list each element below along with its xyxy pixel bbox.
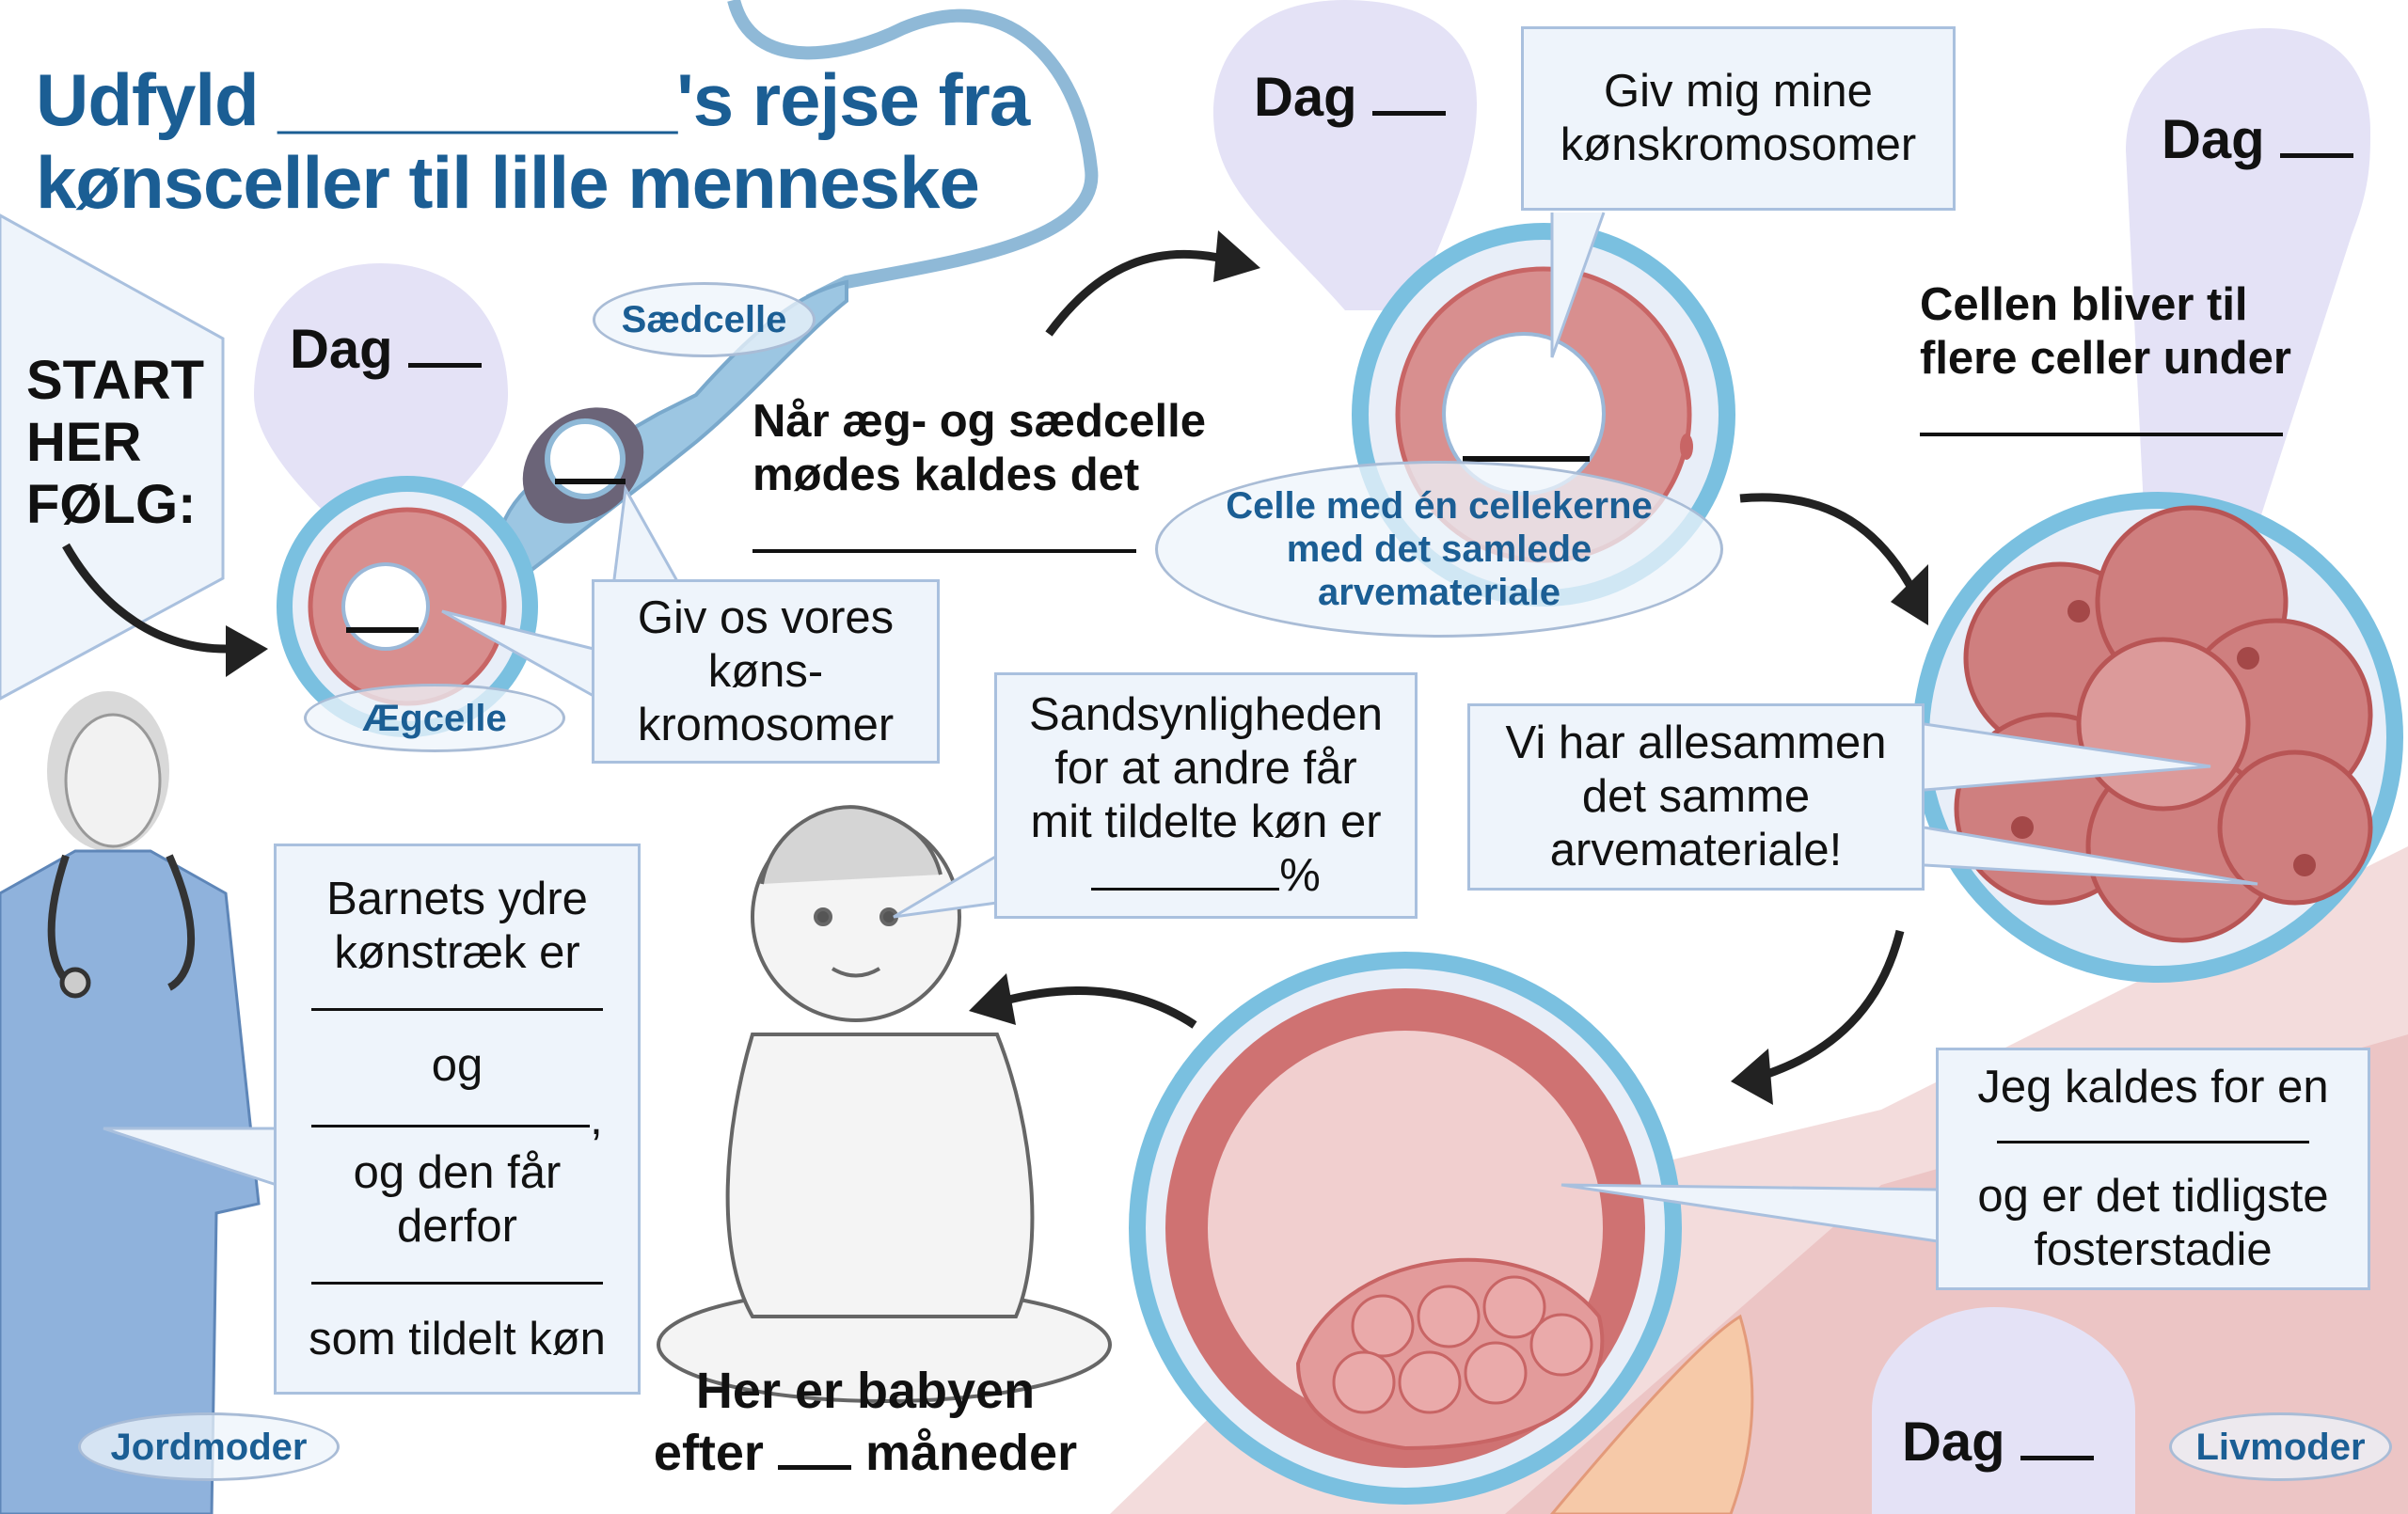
day-text: Dag [1902, 1411, 2005, 1473]
day-label-4: Dag [1902, 1411, 2094, 1474]
egg-cell-illustration [277, 476, 538, 737]
probability-blank[interactable] [1091, 888, 1280, 891]
day-blank[interactable] [2279, 153, 2353, 158]
callout-text: Jeg kaldes for en [1977, 1062, 2329, 1112]
callout-same-dna: Vi har allesammen det samme arvematerial… [1467, 703, 1925, 891]
blastocyst-illustration [1129, 952, 1682, 1505]
callout-text: og [431, 1039, 483, 1091]
title-text-end: 's rejse fra [676, 58, 1030, 141]
flow-arrows [62, 249, 1924, 1081]
baby-caption-text: måneder [864, 1425, 1078, 1481]
callout-text: for at andre får [1054, 743, 1357, 794]
sperm-illustration [497, 0, 1099, 576]
day-label-2: Dag [1254, 66, 1446, 129]
comma: , [590, 1093, 603, 1144]
baby-caption: Her er babyen efter måneder [621, 1360, 1110, 1484]
day-label-1: Dag [290, 318, 482, 381]
baby-caption-text: efter [653, 1425, 764, 1481]
day-bubble-2 [1213, 0, 1477, 310]
label-zygote: Celle med én cellekerne med det samlede … [1155, 461, 1723, 638]
fertilization-text: Når æg- og sædcelle mødes kaldes det [752, 396, 1206, 500]
start-label: START HER FØLG: [26, 350, 204, 536]
callout-text: og den får derfor [353, 1146, 562, 1252]
fertilization-blank[interactable] [752, 502, 1136, 553]
arrow-2 [1739, 493, 1924, 605]
arrow-1 [1045, 249, 1224, 337]
arrow-start [62, 543, 227, 654]
day-blank[interactable] [1371, 111, 1446, 116]
day-text: Dag [290, 319, 393, 380]
page-title: Udfyld __________'s rejse fra kønsceller… [36, 58, 1030, 224]
start-line: START [26, 350, 205, 411]
blastocyst-blank[interactable] [1996, 1141, 2310, 1143]
child-sex-blank-2[interactable] [311, 1124, 591, 1128]
cleavage-question: Cellen bliver til flere celler under [1920, 278, 2315, 449]
label-egg: Ægcelle [304, 684, 565, 752]
title-line-2: kønsceller til lille menneske [36, 141, 980, 224]
day-label-3: Dag [2162, 108, 2353, 171]
child-sex-blank-1[interactable] [311, 1007, 603, 1011]
percent-sign: % [1279, 850, 1321, 901]
callout-blastocyst: Jeg kaldes for en og er det tidligste fo… [1936, 1048, 2370, 1290]
arrow-3 [1757, 929, 1905, 1081]
arrow-4 [1000, 986, 1197, 1029]
callout-tails [103, 212, 2258, 1243]
day-blank[interactable] [407, 363, 482, 368]
cleavage-blank[interactable] [1920, 386, 2283, 436]
label-uterus: Livmoder [2169, 1412, 2392, 1481]
callout-gametes: Giv os vores køns-kromosomer [592, 579, 940, 764]
baby-caption-line-1: Her er babyen [695, 1363, 1036, 1419]
start-banner [0, 213, 225, 701]
callout-text: som tildelt køn [309, 1313, 606, 1364]
day-bubble-4 [1872, 1307, 2135, 1514]
label-midwife: Jordmoder [78, 1412, 340, 1481]
callout-text: Sandsynligheden [1029, 689, 1383, 740]
baby-illustration [657, 805, 1112, 1403]
callout-text: mit tildelte køn er [1030, 796, 1382, 847]
label-sperm: Sædcelle [593, 282, 816, 357]
day-bubbles [254, 0, 2370, 1514]
title-text: Udfyld [36, 58, 278, 141]
callout-text: og er det tidligste fosterstadie [1977, 1171, 2329, 1275]
fertilization-question: Når æg- og sædcelle mødes kaldes det [752, 395, 1223, 565]
cleavage-text: Cellen bliver til flere celler under [1920, 279, 2291, 384]
child-sex-blank-3[interactable] [311, 1281, 603, 1285]
start-line: HER [26, 412, 142, 473]
start-line: FØLG: [26, 474, 197, 535]
title-blank[interactable]: __________ [277, 58, 677, 141]
callout-child-sex: Barnets ydre kønstræk er og , og den får… [274, 844, 641, 1395]
day-text: Dag [1254, 67, 1357, 128]
callout-text: Barnets ydre kønstræk er [326, 873, 588, 978]
day-bubble-3 [2126, 28, 2370, 527]
callout-probability: Sandsynligheden for at andre får mit til… [994, 672, 1418, 919]
day-text: Dag [2162, 109, 2265, 170]
months-blank[interactable] [777, 1465, 851, 1470]
day-blank[interactable] [2020, 1456, 2094, 1460]
day-bubble-1 [254, 263, 508, 527]
midwife-illustration [0, 691, 261, 1514]
callout-zygote: Giv mig mine kønskromosomer [1521, 26, 1956, 211]
